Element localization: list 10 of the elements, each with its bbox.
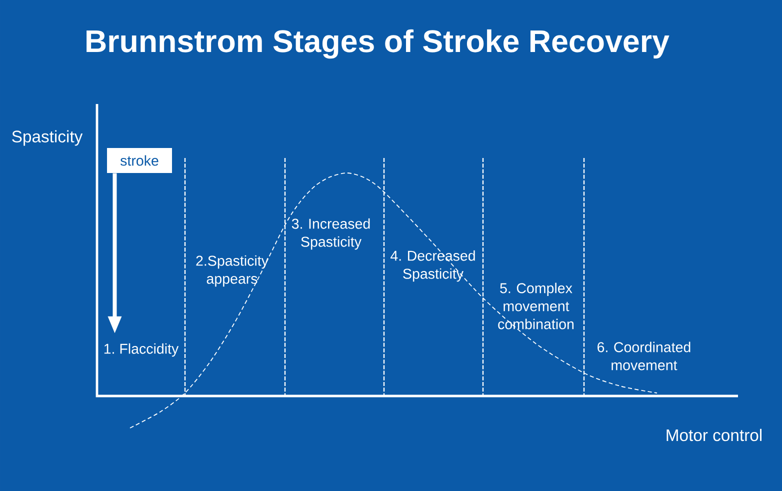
label-box: stroke: [107, 148, 172, 173]
stage-label: 4. Decreased Spasticity: [390, 250, 475, 282]
stage-label: 3. Increased Spasticity: [292, 218, 370, 250]
title: Brunnstrom Stages of Stroke Recovery: [86, 29, 670, 59]
axis-label: Spasticity: [12, 130, 83, 146]
stage-label: 2.Spasticity appears: [196, 255, 268, 287]
stage-label: 1. Flaccidity: [104, 343, 179, 357]
axis-label: Motor control: [666, 428, 762, 442]
stage-label: 5. Complex movement combination: [498, 282, 574, 330]
stage-label: 6. Coordinated movement: [598, 342, 690, 370]
